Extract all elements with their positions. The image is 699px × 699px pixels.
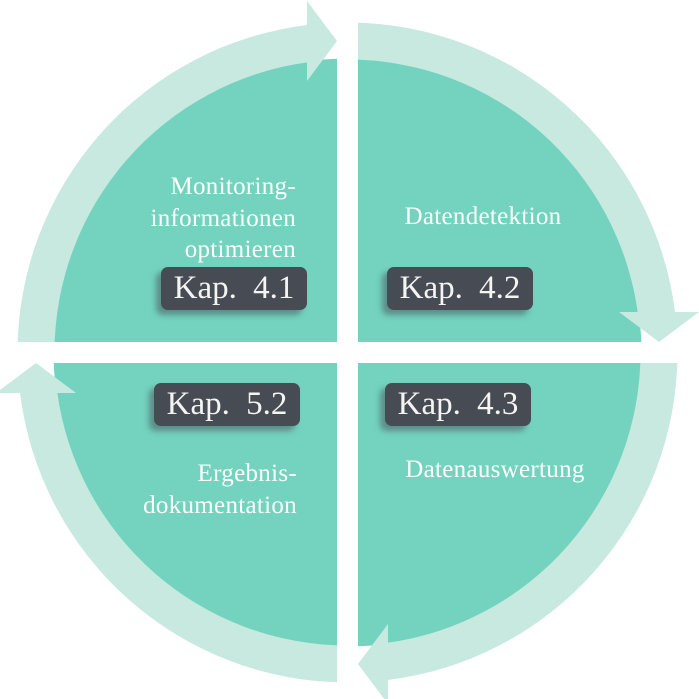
arc-arrow-bottom-right (387, 352, 678, 681)
quadrant-label-monitoring: Monitoring- informationen optimieren (150, 171, 296, 266)
arrowhead-right-icon (619, 312, 699, 342)
label-line: dokumentation (143, 491, 297, 519)
arrowhead-bottom-icon (358, 624, 388, 699)
label-line: informationen (150, 204, 296, 232)
quadrant-label-datendetektion: Datendetektion (343, 201, 623, 233)
chapter-badge-kap-5-2[interactable]: Kap. 5.2 (154, 383, 300, 426)
divider-horizontal (0, 342, 699, 363)
label-line: Ergebnis- (197, 460, 297, 487)
arc-arrow-bottom-left (19, 392, 348, 683)
chapter-badge-kap-4-3[interactable]: Kap. 4.3 (385, 383, 531, 426)
quadrant-label-datenauswertung: Datenauswertung (355, 454, 635, 486)
label-line: Monitoring- (170, 173, 296, 200)
label-line: Datenauswertung (405, 456, 585, 483)
chapter-badge-kap-4-2[interactable]: Kap. 4.2 (387, 267, 533, 310)
label-line: optimieren (184, 236, 296, 263)
arc-arrow-top-right (347, 22, 676, 313)
arrowhead-left-icon (0, 363, 76, 393)
quadrant-label-ergebnisdokumentation: Ergebnis- dokumentation (143, 458, 297, 521)
label-line: Datendetektion (404, 203, 562, 230)
arc-arrow-top-left (17, 24, 308, 353)
chapter-badge-kap-4-1[interactable]: Kap. 4.1 (161, 267, 307, 310)
arrowhead-top-icon (307, 1, 337, 81)
